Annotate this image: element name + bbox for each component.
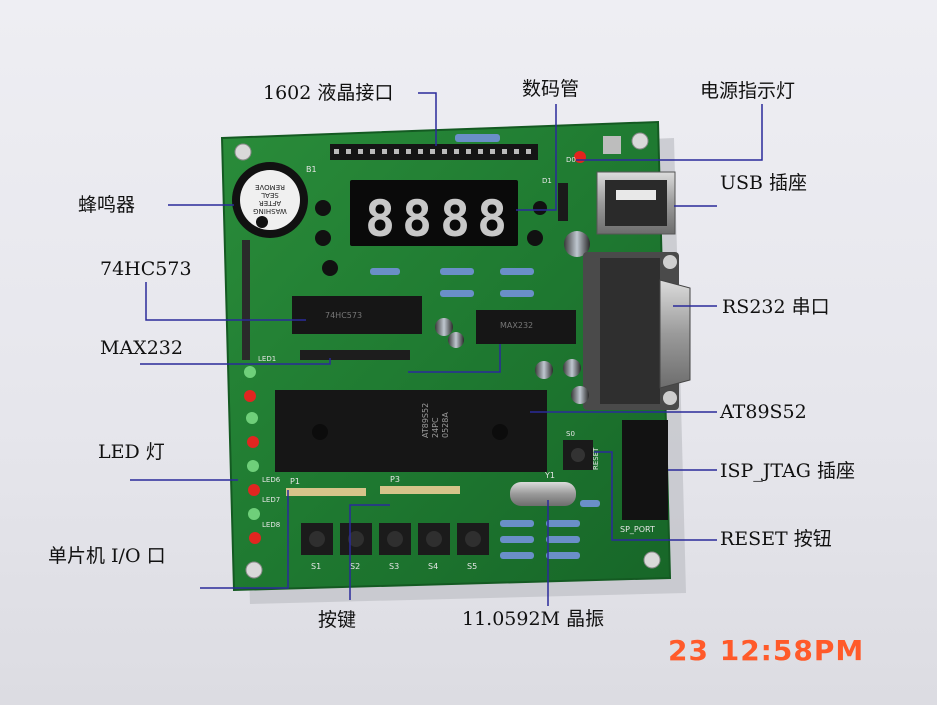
- isp-header: [622, 420, 668, 520]
- mounting-holes: [234, 132, 661, 579]
- chip-mcu-line: 24PC: [431, 417, 440, 438]
- silk-switch: S1: [311, 562, 321, 571]
- digit: 8: [477, 190, 507, 248]
- silk-led7: LED7: [262, 496, 280, 504]
- chip-74hc573-text: 74HC573: [325, 311, 362, 320]
- silk-switch: S2: [350, 562, 360, 571]
- key-switches: [301, 523, 489, 555]
- label-reset-button: RESET 按钮: [720, 528, 832, 550]
- digit: 8: [402, 190, 432, 248]
- chip-mcu-line: 0528A: [441, 412, 450, 438]
- silk-d1: D1: [542, 177, 552, 185]
- db9-serial-port: [583, 252, 691, 410]
- label-rs232-port: RS232 串口: [722, 296, 830, 318]
- chip-74hc573: [292, 296, 422, 334]
- led-column: [244, 366, 261, 544]
- buzzer-sticker-line: WASHING: [253, 207, 287, 215]
- silk-switch: S4: [428, 562, 438, 571]
- silk-b1: B1: [306, 165, 317, 174]
- label-usb-socket: USB 插座: [720, 172, 808, 194]
- label-led: LED 灯: [98, 441, 165, 463]
- digit: 8: [440, 190, 470, 248]
- usb-socket: [596, 171, 676, 235]
- label-keys: 按键: [318, 609, 357, 631]
- silk-p1: P1: [290, 477, 300, 486]
- silk-led1: LED1: [258, 355, 276, 363]
- label-seven-segment: 数码管: [522, 78, 580, 100]
- buzzer-sticker-line: REMOVE: [255, 183, 285, 191]
- buzzer: [232, 162, 308, 238]
- chip-max232-text: MAX232: [500, 321, 533, 330]
- silk-led8: LED8: [262, 521, 280, 529]
- label-74hc573: 74HC573: [100, 258, 192, 280]
- label-buzzer: 蜂鸣器: [78, 194, 136, 216]
- digit-glyphs: 8 8 8 8: [365, 190, 507, 248]
- chip-max232: [476, 310, 576, 344]
- label-mcu: AT89S52: [720, 401, 807, 423]
- silk-y1: Y1: [544, 471, 555, 480]
- capacitor: [564, 231, 590, 257]
- chip-mcu-line: AT89S52: [421, 403, 430, 438]
- silk-p3: P3: [390, 475, 400, 484]
- silk-s0: S0: [566, 430, 575, 438]
- timestamp: 23 12:58PM: [668, 634, 865, 667]
- silk-d0: D0: [566, 156, 576, 164]
- label-mcu-io: 单片机 I/O 口: [48, 545, 166, 567]
- crystal: [510, 482, 576, 506]
- diode: [558, 183, 568, 221]
- pcb: [220, 120, 672, 592]
- seven-segment-display: [350, 180, 518, 246]
- label-isp-jtag: ISP_JTAG 插座: [720, 460, 855, 482]
- silk-led6: LED6: [262, 476, 281, 484]
- label-crystal: 11.0592M 晶振: [462, 608, 605, 630]
- label-lcd-interface: 1602 液晶接口: [263, 82, 394, 104]
- silk-reset: RESET: [592, 447, 600, 470]
- buzzer-sticker-line: SEAL: [261, 191, 279, 199]
- silk-isp-port: SP_PORT: [620, 525, 655, 534]
- label-power-indicator: 电源指示灯: [700, 80, 796, 102]
- digit: 8: [365, 190, 395, 248]
- callout-lines: [130, 92, 763, 606]
- silk-switch: S5: [467, 562, 477, 571]
- silk-switch: S3: [389, 562, 399, 571]
- buzzer-sticker-line: AFTER: [259, 199, 281, 207]
- label-max232: MAX232: [100, 337, 183, 359]
